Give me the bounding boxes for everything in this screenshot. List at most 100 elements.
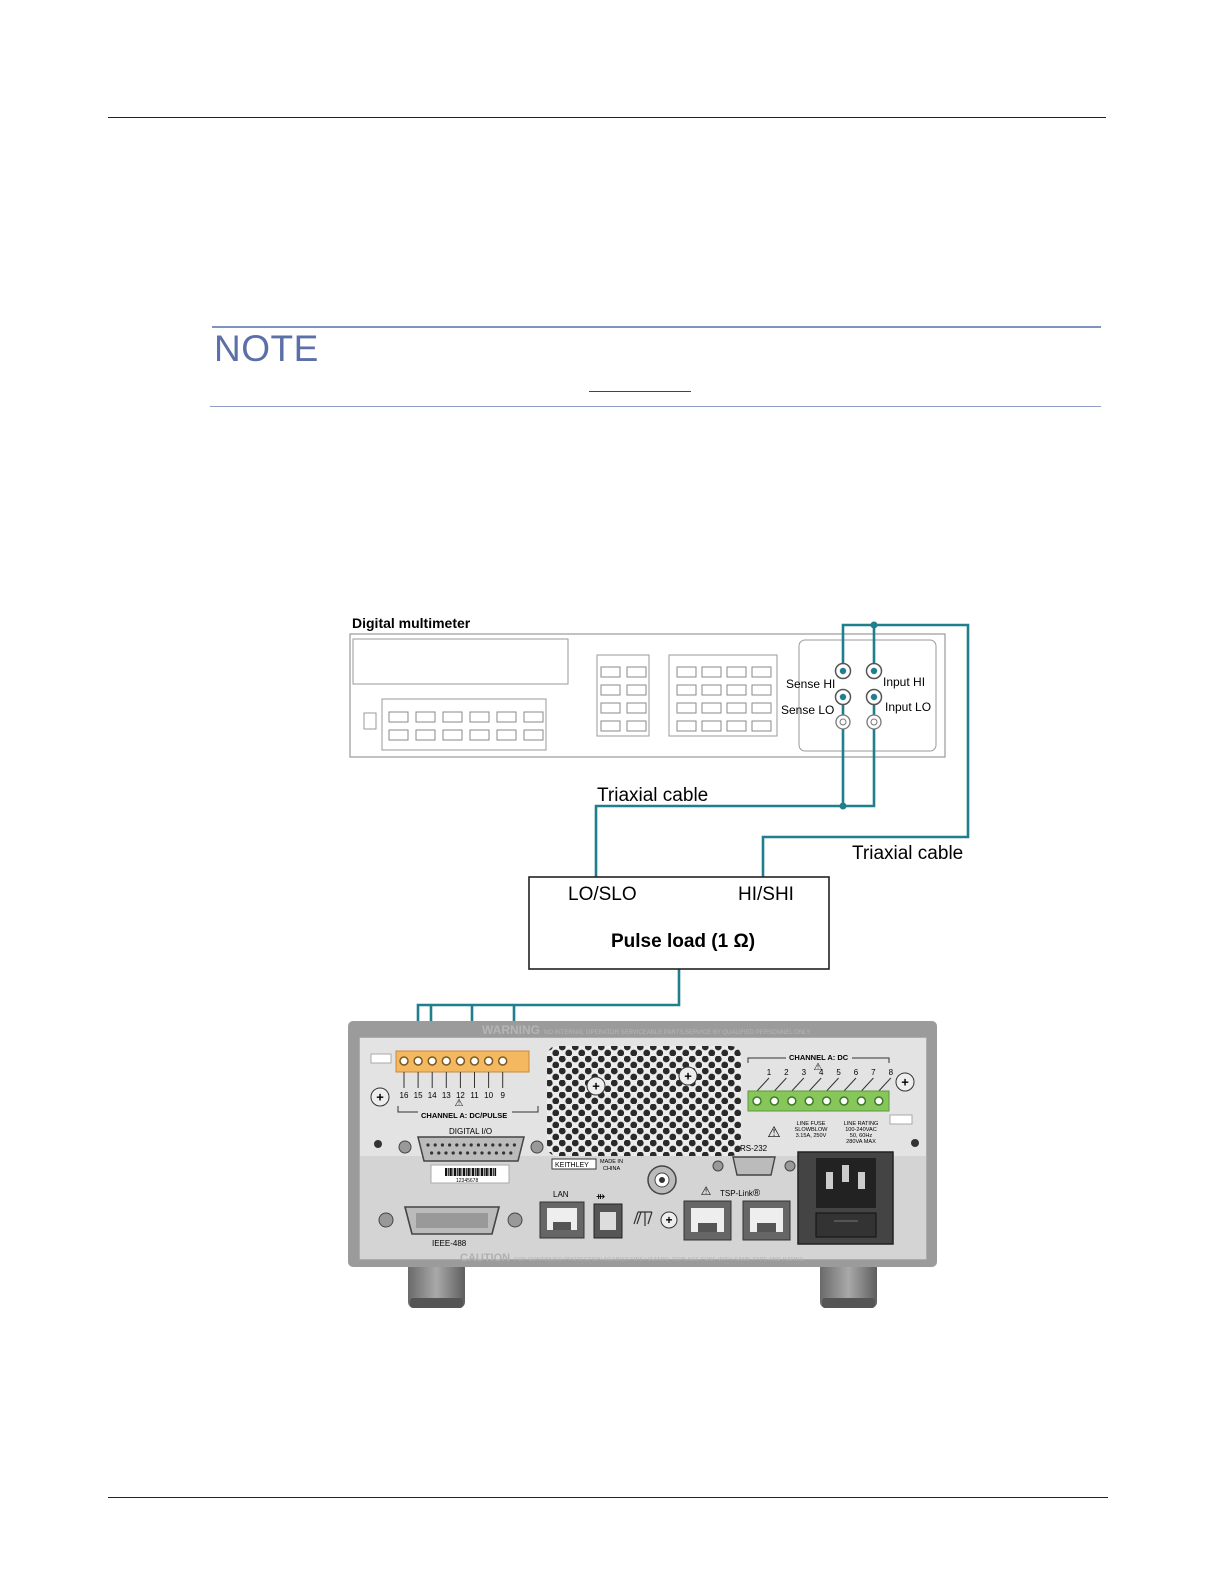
dmm-key[interactable] [751, 666, 772, 678]
dc-terminal[interactable] [787, 1096, 797, 1106]
barcode-bar [484, 1168, 485, 1176]
fuse-drawer[interactable] [815, 1212, 877, 1238]
barcode-bar [454, 1168, 456, 1176]
barcode-bar [451, 1168, 452, 1176]
dmm-key[interactable] [676, 702, 697, 714]
dmm-key[interactable] [600, 702, 621, 714]
dmm-key[interactable] [726, 666, 747, 678]
dmm-key[interactable] [469, 729, 490, 741]
dc-terminal[interactable] [769, 1096, 780, 1106]
dio-pin [487, 1151, 491, 1155]
tsp-warning-icon: ⚠ [701, 1184, 712, 1198]
dmm-key[interactable] [676, 666, 697, 678]
dmm-key[interactable] [496, 711, 517, 723]
svg-text:+: + [592, 1079, 600, 1094]
dio-pin [462, 1143, 466, 1147]
dc-terminal[interactable] [804, 1096, 814, 1106]
pulse-terminal[interactable] [441, 1056, 452, 1066]
rs232-connector[interactable] [732, 1156, 776, 1176]
barcode-bar [463, 1168, 465, 1176]
dc-terminal[interactable] [752, 1096, 762, 1106]
dmm-key[interactable] [600, 684, 621, 696]
dmm-key[interactable] [626, 702, 647, 714]
ground-screw [660, 1211, 678, 1229]
usb-port[interactable] [593, 1203, 623, 1239]
barcode-bar [475, 1168, 476, 1176]
dmm-key[interactable] [751, 684, 772, 696]
pulse-terminal[interactable] [427, 1056, 437, 1066]
pulse-terminal[interactable] [469, 1056, 480, 1066]
dmm-key[interactable] [442, 729, 463, 741]
dmm-key[interactable] [701, 702, 722, 714]
sense-lo-lower-terminal [835, 714, 851, 730]
dmm-key[interactable] [523, 711, 544, 723]
dc-pin-label: 5 [836, 1068, 841, 1077]
dio-pin [494, 1151, 498, 1155]
dmm-key[interactable] [496, 729, 517, 741]
dc-terminal-block [747, 1090, 890, 1112]
pulse-terminal[interactable] [413, 1056, 423, 1066]
dc-terminals [752, 1096, 884, 1106]
dmm-key[interactable] [626, 720, 647, 732]
dc-terminal[interactable] [839, 1096, 849, 1106]
line-rating-info: LINE RATING 100-240VAC 50, 60Hz 280VA MA… [844, 1121, 879, 1145]
dc-terminal[interactable] [874, 1096, 884, 1106]
pulse-terminal[interactable] [497, 1056, 508, 1066]
digital-io-connector[interactable] [417, 1136, 525, 1162]
dmm-key[interactable] [415, 729, 436, 741]
barcode-bar [464, 1168, 466, 1176]
note-link[interactable] [589, 391, 691, 392]
dio-pin [440, 1143, 444, 1147]
dio-pin [448, 1143, 452, 1147]
dmm-key[interactable] [676, 720, 697, 732]
pulse-pin-label: 12 [456, 1091, 465, 1100]
triaxial-cable-label-top: Triaxial cable [597, 785, 708, 806]
dmm-key[interactable] [726, 720, 747, 732]
dmm-key[interactable] [415, 711, 436, 723]
dc-terminal[interactable] [821, 1096, 832, 1106]
dc-pin-lead [878, 1077, 892, 1092]
barcode-bar [466, 1168, 467, 1176]
made-country-label: CHINA [603, 1166, 620, 1172]
dmm-key[interactable] [726, 702, 747, 714]
dc-pin-label: 2 [784, 1068, 789, 1077]
pulse-pin-label: 15 [414, 1091, 423, 1100]
dmm-key[interactable] [701, 684, 722, 696]
dmm-key[interactable] [626, 684, 647, 696]
dmm-power-button[interactable] [363, 712, 377, 730]
dmm-key[interactable] [600, 720, 621, 732]
dmm-key[interactable] [442, 711, 463, 723]
dmm-key[interactable] [600, 666, 621, 678]
dmm-key[interactable] [751, 702, 772, 714]
dmm-key[interactable] [523, 729, 544, 741]
barcode-bar [494, 1168, 497, 1176]
dmm-key[interactable] [626, 666, 647, 678]
dio-pin [484, 1143, 488, 1147]
barcode-bar [455, 1168, 457, 1176]
pulse-terminal[interactable] [483, 1056, 494, 1066]
lo-junction [839, 802, 847, 810]
dmm-key[interactable] [676, 684, 697, 696]
fan-screw-left [586, 1076, 606, 1096]
pulse-channel-label: CHANNEL A: DC/PULSE [421, 1111, 507, 1120]
barcode-bar [491, 1168, 493, 1176]
barcode-bar [485, 1168, 488, 1176]
dio-pin [466, 1151, 470, 1155]
dc-terminal[interactable] [856, 1096, 867, 1106]
barcode-bar [490, 1168, 492, 1176]
dmm-key[interactable] [469, 711, 490, 723]
dmm-key[interactable] [701, 666, 722, 678]
pulse-terminal[interactable] [399, 1056, 409, 1066]
dmm-key[interactable] [701, 720, 722, 732]
dmm-key[interactable] [388, 729, 409, 741]
pulse-terminal[interactable] [455, 1056, 466, 1066]
dmm-key[interactable] [726, 684, 747, 696]
barcode-bar [452, 1168, 454, 1176]
hi-cable-wire [761, 623, 970, 877]
pulse-pin-label: 10 [484, 1091, 493, 1100]
dmm-key[interactable] [388, 711, 409, 723]
dmm-key[interactable] [751, 720, 772, 732]
